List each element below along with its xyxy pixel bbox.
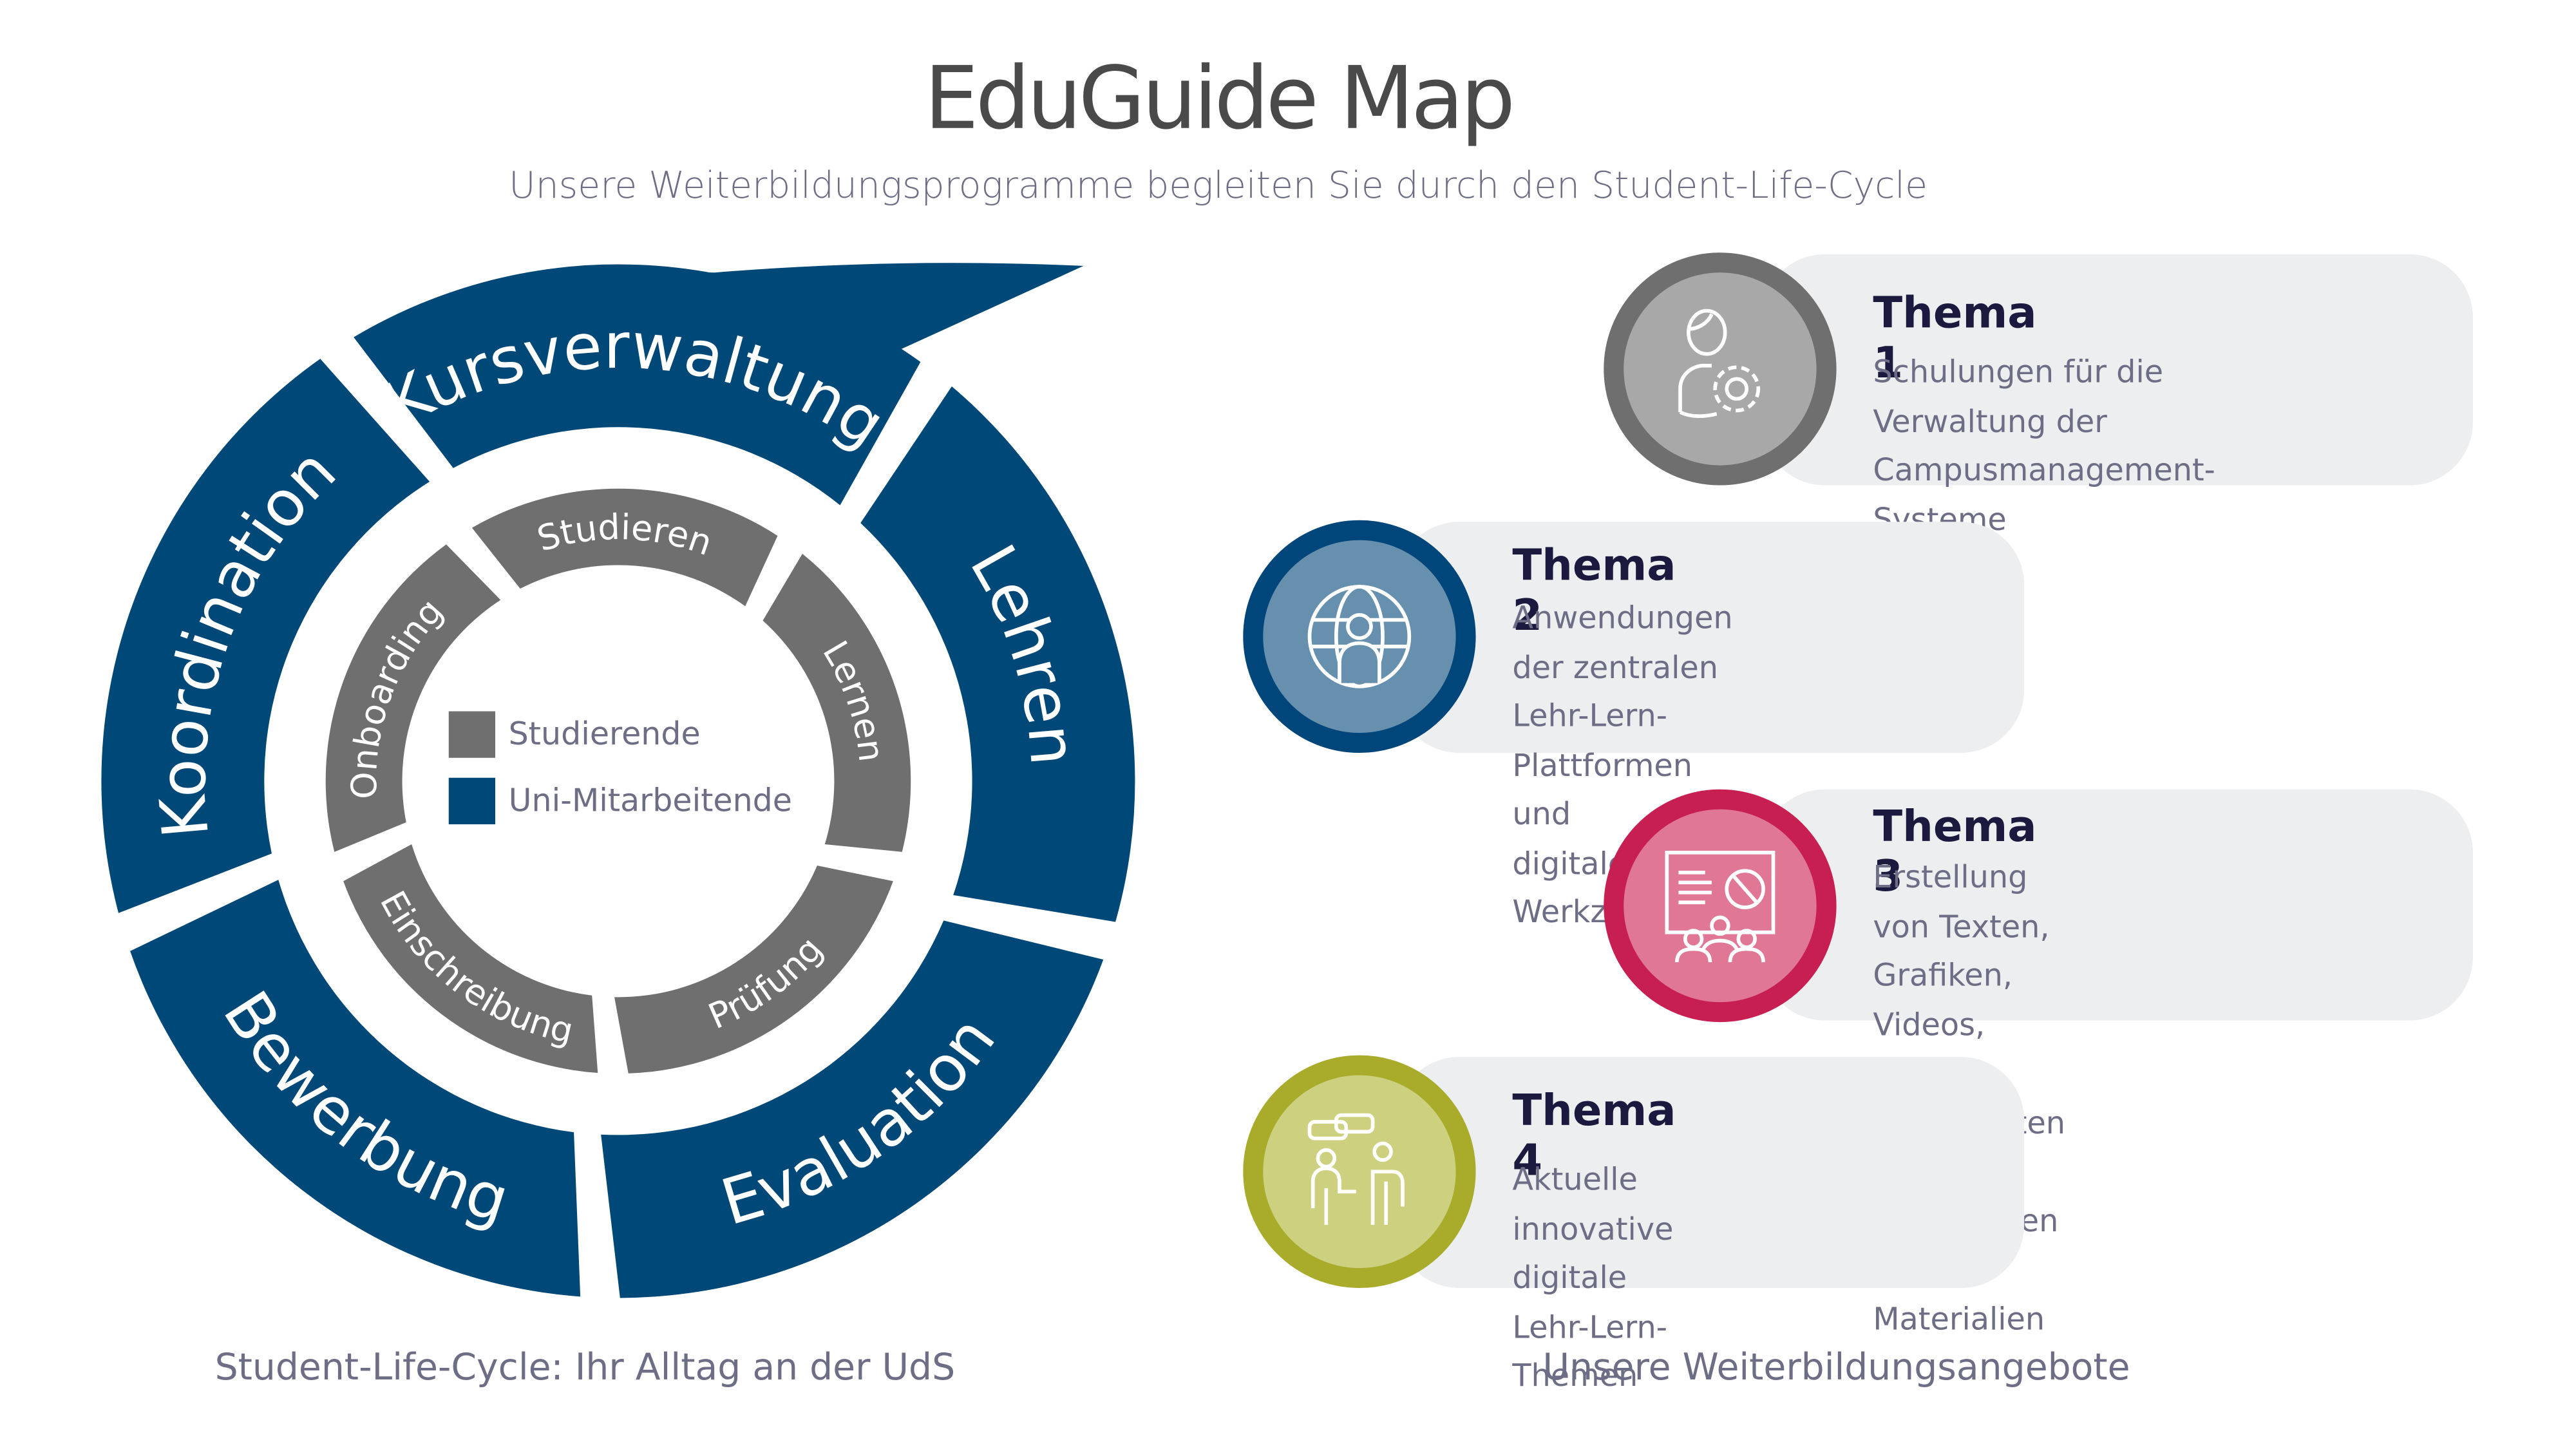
theme-badge [1604,789,1837,1023]
page-title: EduGuide Map [924,50,1515,150]
cycle-inner-segment [343,844,598,1074]
cycle-inner-segment [325,544,501,852]
theme-title: Thema 4 [1512,1086,1676,1187]
cycle-outer-segment [101,359,430,913]
theme-card-background [1761,254,2473,486]
cycle-outer-segment [130,880,581,1297]
person-gear-icon [1678,308,1761,418]
legend-item-studierende: Studierende [448,711,701,758]
theme-card-background [1396,1057,2025,1288]
theme-title: Thema 3 [1873,802,2037,903]
cycle-caption: Student-Life-Cycle: Ihr Alltag an der Ud… [214,1347,956,1390]
theme-badge [1604,252,1837,486]
theme-description: Schulungen für die Verwaltung der Campus… [1873,355,2215,538]
theme-title: Thema 1 [1873,289,2037,389]
theme-description: Aktuelle innovative digitale Lehr-Lern-T… [1512,1163,1674,1395]
theme-title: Thema 2 [1512,542,1676,642]
cycle-outer-segment [601,920,1104,1298]
theme-badge [1243,520,1476,753]
legend-swatch-blue [448,777,496,824]
cycle-inner-segment [471,488,778,607]
theme-badge [1243,1055,1476,1288]
cycle-outer-segment [860,386,1135,922]
legend-swatch-gray [448,711,496,758]
discussion-icon [1307,1113,1405,1225]
globe-person-icon [1307,585,1412,688]
legend-item-mitarbeitende: Uni-Mitarbeitende [448,777,792,824]
theme-card-background [1761,789,2473,1021]
legend-label: Uni-Mitarbeitende [508,782,792,820]
cycle-inner-segment [762,553,911,852]
themes-caption: Unsere Weiterbildungsangebote [1542,1347,2130,1390]
legend-label: Studierende [508,716,701,753]
page-subtitle: Unsere Weiterbildungsprogramme begleiten… [509,166,1928,208]
theme-card-background [1396,522,2025,753]
cycle-inner-segment [614,865,893,1074]
theme-description: Anwendungen der zentralen Lehr-Lern-Plat… [1512,601,1733,931]
presentation-icon [1665,851,1776,963]
cycle-outer-segment [354,264,921,506]
